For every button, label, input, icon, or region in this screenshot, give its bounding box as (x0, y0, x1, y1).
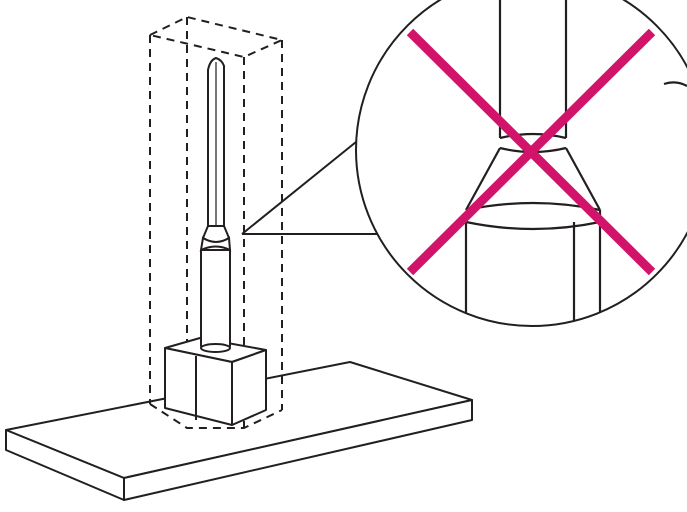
callout-connector (241, 141, 386, 235)
stand-block (164, 337, 267, 426)
rod (199, 56, 232, 353)
do-not-cross-icon (406, 28, 656, 276)
